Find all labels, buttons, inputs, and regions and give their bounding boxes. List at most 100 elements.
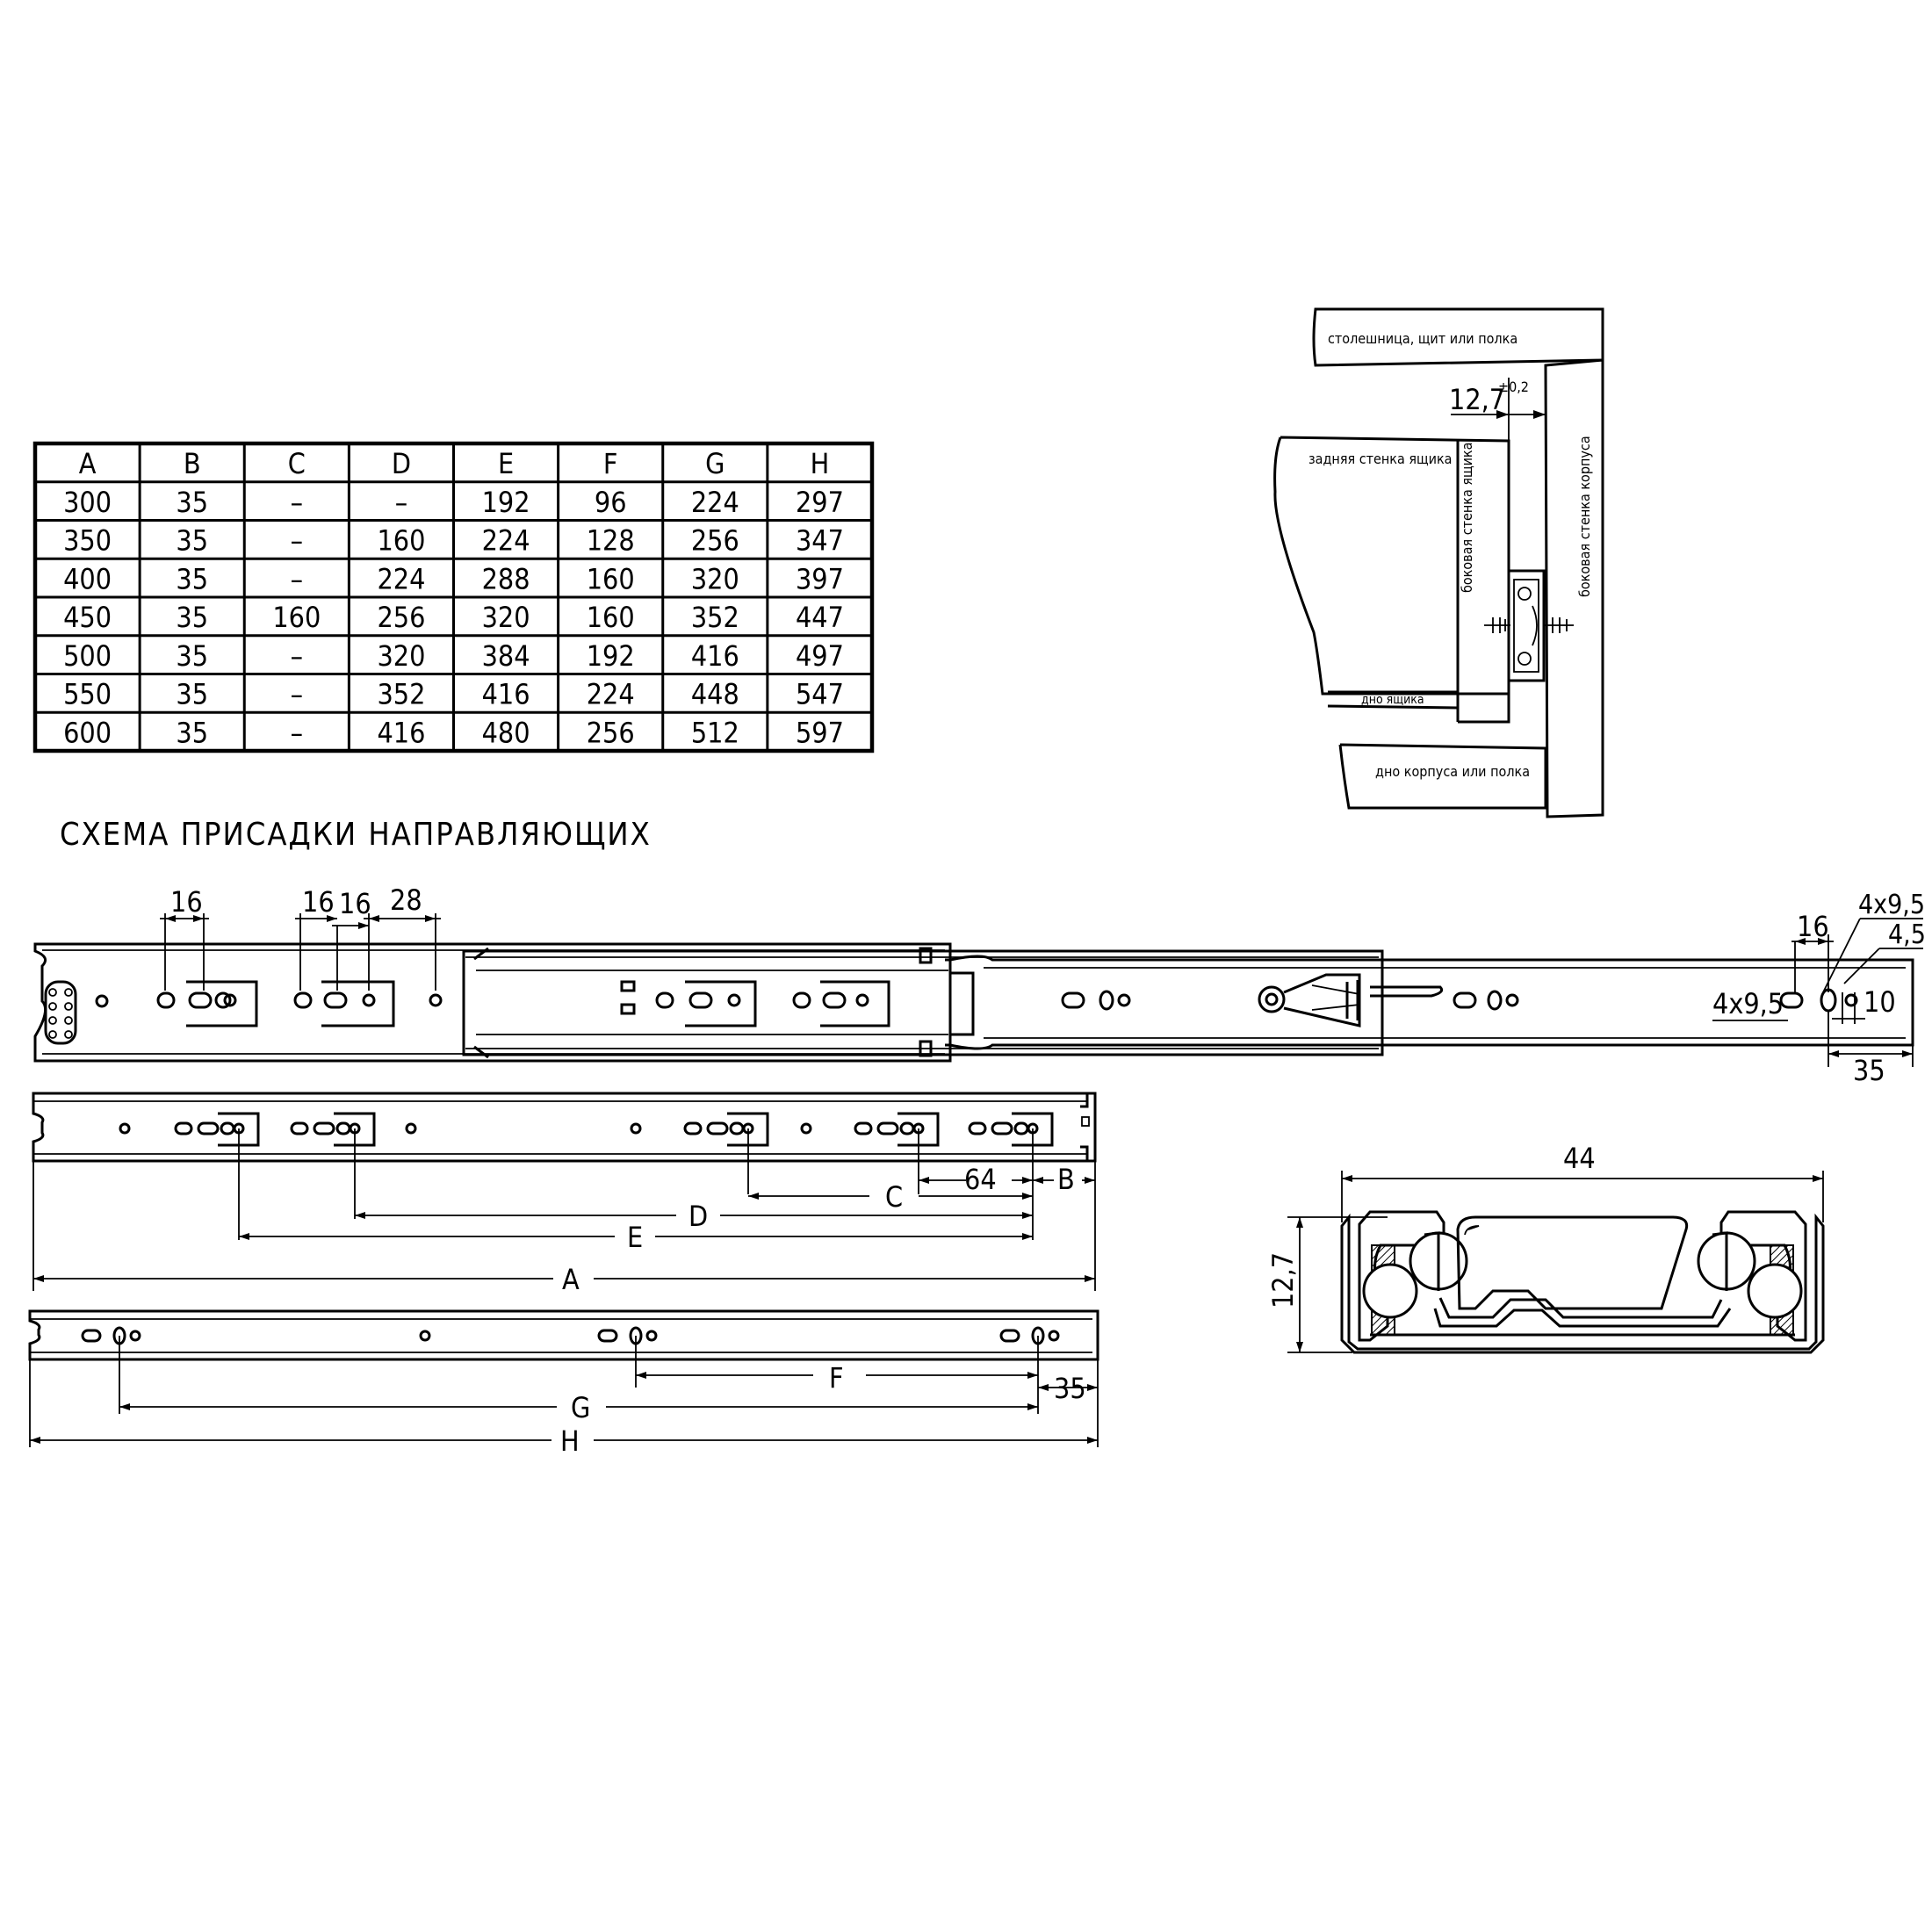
- table-cell: –: [291, 486, 303, 519]
- table-cell: 300: [63, 486, 112, 519]
- table-cell: 35: [176, 486, 208, 519]
- table-cell: 160: [377, 524, 425, 558]
- dim-16-right: 16: [1797, 910, 1829, 943]
- table-cell: 35: [176, 562, 208, 595]
- drawer-side-label: боковая стенка ящика: [1459, 443, 1475, 593]
- dim-16-c: 16: [339, 887, 371, 920]
- table-cell: 352: [691, 601, 739, 634]
- table-cell: 288: [482, 562, 530, 595]
- drawer-rail-slot-group: [174, 1112, 260, 1147]
- table-header-cell: G: [705, 447, 724, 480]
- dim-64: 64: [964, 1163, 997, 1196]
- drawer-rail-slot-group: [968, 1112, 1054, 1147]
- dim-16-b: 16: [302, 885, 335, 919]
- dim-label-e: E: [627, 1221, 643, 1254]
- table-cell: 320: [691, 562, 739, 595]
- dim-35-right: 35: [1853, 1054, 1885, 1087]
- table-cell: –: [291, 562, 303, 595]
- table-cell: 600: [63, 716, 112, 749]
- table-cell: 224: [691, 486, 739, 519]
- table-cell: –: [291, 639, 303, 673]
- table-cell: 224: [482, 524, 530, 558]
- dim-label-c: C: [885, 1180, 903, 1214]
- dim-4x9-5-top: 4х9,5: [1858, 890, 1925, 920]
- table-cell: 224: [587, 678, 635, 711]
- table-cell: 350: [63, 524, 112, 558]
- drawer-rail-slot-group: [854, 1112, 940, 1147]
- table-cell: 35: [176, 601, 208, 634]
- table-cell: 160: [587, 562, 635, 595]
- table-header-cell: A: [79, 447, 97, 480]
- dim-label-d: D: [688, 1200, 708, 1233]
- table-cell: 160: [587, 601, 635, 634]
- table-cell: 500: [63, 639, 112, 673]
- table-cell: 347: [796, 524, 844, 558]
- table-cell: 447: [796, 601, 844, 634]
- gap-tolerance: ±0,2: [1498, 378, 1529, 395]
- drawer-rail-view: 64 C B D E A: [32, 1092, 1097, 1296]
- dim-35-bottom: 35: [1054, 1372, 1086, 1405]
- table-cell: 597: [796, 716, 844, 749]
- table-cell: 224: [377, 562, 425, 595]
- table-cell: 35: [176, 716, 208, 749]
- table-header-cell: H: [811, 447, 830, 480]
- dim-28: 28: [390, 883, 422, 917]
- table-cell: 320: [482, 601, 530, 634]
- table-cell: 497: [796, 639, 844, 673]
- dim-4-5: 4,5: [1888, 919, 1926, 950]
- dim-label-g: G: [571, 1391, 590, 1424]
- table-cell: 256: [691, 524, 739, 558]
- table-cell: 400: [63, 562, 112, 595]
- table-header-cell: B: [184, 447, 201, 480]
- table-cell: –: [291, 716, 303, 749]
- dim-12-7: 12,7: [1266, 1252, 1300, 1308]
- dim-label-f: F: [829, 1361, 844, 1395]
- table-header-cell: F: [603, 447, 618, 480]
- dim-10: 10: [1864, 985, 1896, 1019]
- cabinet-bottom-label: дно корпуса или полка: [1375, 763, 1530, 780]
- drawer-back-label: задняя стенка ящика: [1308, 451, 1452, 467]
- page-heading: СХЕМА ПРИСАДКИ НАПРАВЛЯЮЩИХ: [60, 817, 652, 853]
- table-cell: 547: [796, 678, 844, 711]
- table-cell: 397: [796, 562, 844, 595]
- table-cell: 416: [482, 678, 530, 711]
- table-cell: 35: [176, 639, 208, 673]
- countertop-label: столешница, щит или полка: [1328, 330, 1517, 347]
- table-cell: 256: [377, 601, 425, 634]
- table-cell: –: [395, 486, 407, 519]
- cabinet-rail-view: F 35 G H: [28, 1309, 1099, 1458]
- table-cell: 256: [587, 716, 635, 749]
- table-cell: 416: [377, 716, 425, 749]
- assembled-slide-view: 16 16 16 28 16 4х9,5 4,5 4х9,5 10 35: [33, 883, 1926, 1087]
- table-header-cell: C: [288, 447, 306, 480]
- table-cell: 192: [482, 486, 530, 519]
- table-header-cell: E: [498, 447, 514, 480]
- dim-label-a: A: [562, 1263, 580, 1296]
- gap-dimension: 12,7: [1449, 383, 1505, 416]
- dim-16-a: 16: [170, 885, 203, 919]
- table-cell: 480: [482, 716, 530, 749]
- dim-label-b: B: [1057, 1163, 1075, 1196]
- table-cell: 96: [595, 486, 627, 519]
- mounting-section-view: столешница, щит или полка боковая стенка…: [1273, 307, 1604, 818]
- table-cell: 384: [482, 639, 530, 673]
- table-cell: 416: [691, 639, 739, 673]
- drawer-bottom-label: дно ящика: [1361, 693, 1424, 707]
- table-cell: 320: [377, 639, 425, 673]
- dim-44: 44: [1563, 1142, 1596, 1175]
- table-cell: 448: [691, 678, 739, 711]
- table-cell: 35: [176, 678, 208, 711]
- table-cell: 512: [691, 716, 739, 749]
- drawer-rail-slot-group: [683, 1112, 769, 1147]
- dim-label-h: H: [560, 1424, 580, 1458]
- table-cell: 450: [63, 601, 112, 634]
- table-cell: 35: [176, 524, 208, 558]
- cabinet-side-label: боковая стенка корпуса: [1576, 436, 1593, 597]
- table-cell: 297: [796, 486, 844, 519]
- table-cell: 128: [587, 524, 635, 558]
- table-cell: 550: [63, 678, 112, 711]
- table-cell: –: [291, 524, 303, 558]
- table-header-cell: D: [392, 447, 411, 480]
- table-cell: 352: [377, 678, 425, 711]
